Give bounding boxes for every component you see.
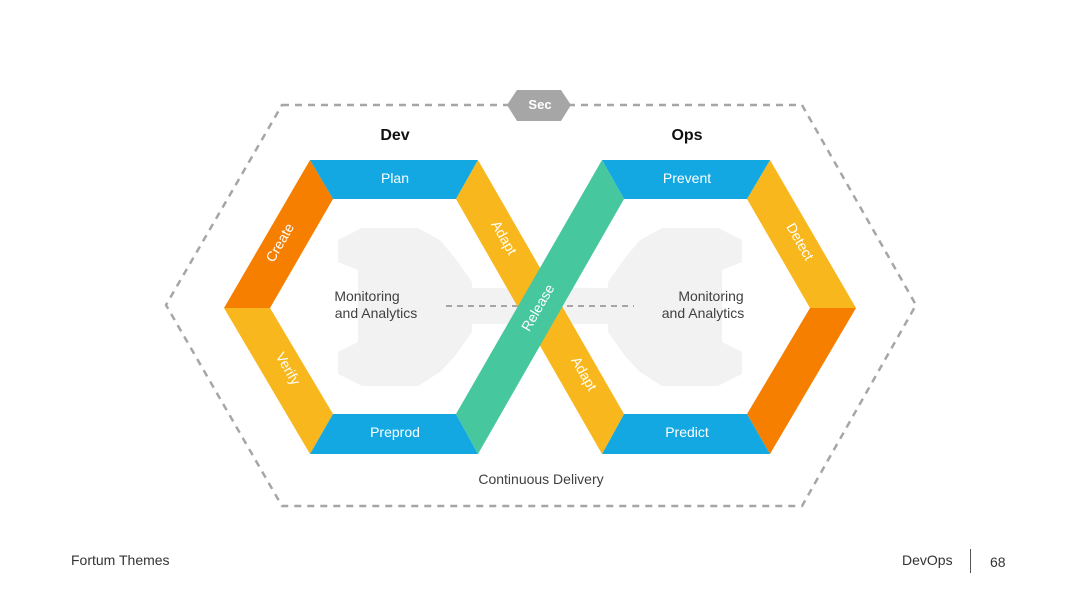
release-band[interactable] (456, 160, 624, 454)
detect-segment[interactable] (747, 160, 856, 308)
plan-label: Plan (381, 170, 409, 186)
footer-left-text: Fortum Themes (71, 552, 170, 568)
ops-lower-right-segment[interactable] (747, 308, 856, 454)
prevent-label: Prevent (663, 170, 711, 186)
dev-gear-icon (338, 228, 472, 386)
ops-heading: Ops (671, 127, 702, 144)
prevent-segment[interactable] (602, 160, 770, 199)
predict-label: Predict (665, 424, 709, 440)
dev-heading: Dev (380, 127, 409, 144)
dashed-outer-hexagon (164, 103, 918, 508)
verify-segment[interactable] (224, 308, 333, 454)
preprod-segment[interactable] (310, 414, 478, 454)
sec-label: Sec (528, 97, 551, 112)
ops-center-line1: Monitoring (678, 288, 743, 304)
sec-badge (507, 90, 571, 121)
page-number: 68 (990, 554, 1006, 570)
ops-center-line2: and Analytics (662, 305, 745, 321)
plan-segment[interactable] (310, 160, 478, 199)
ops-gear-icon (608, 228, 742, 386)
dev-center-line1: Monitoring (334, 288, 399, 304)
footer-divider (970, 549, 971, 573)
predict-segment[interactable] (602, 414, 770, 454)
dev-center-line2: and Analytics (335, 305, 418, 321)
footer-section-title: DevOps (902, 552, 953, 568)
create-segment[interactable] (224, 160, 333, 308)
continuous-delivery-label: Continuous Delivery (478, 471, 603, 487)
preprod-label: Preprod (370, 424, 420, 440)
